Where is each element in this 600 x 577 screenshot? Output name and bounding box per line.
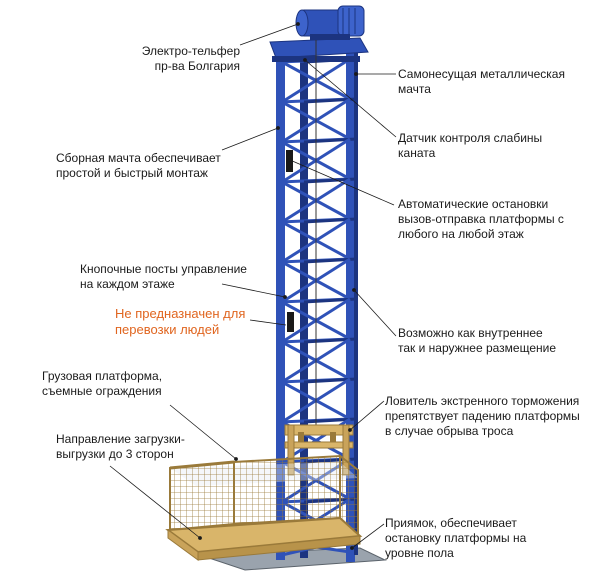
leader-loading <box>109 465 201 539</box>
cargo-platform <box>165 453 363 561</box>
mast-right-post <box>346 52 355 562</box>
leader-lines <box>109 22 397 550</box>
leader-platform <box>169 404 237 460</box>
leader-placement <box>353 289 397 337</box>
mast-rear-post <box>300 48 308 558</box>
button-post <box>287 312 294 332</box>
leader-catcher <box>349 400 385 431</box>
mast-left-post <box>276 55 285 560</box>
leader-button-posts <box>221 283 286 298</box>
leader-warning <box>249 319 287 326</box>
label-warning: Не предназначен для перевозки людей <box>115 306 246 337</box>
label-hoist: Электро-тельфер пр-ва Болгария <box>141 44 240 73</box>
label-loading: Направление загрузки- выгрузки до 3 стор… <box>56 432 185 461</box>
leader-pit <box>351 523 385 549</box>
label-mast-assembly: Сборная мачта обеспечивает простой и быс… <box>56 151 221 180</box>
label-rope-sensor: Датчик контроля слабины каната <box>398 131 543 160</box>
label-pit: Приямок, обеспечивает остановку платформ… <box>385 516 527 560</box>
label-auto-stops: Автоматические остановки вызов-отправка … <box>398 197 564 241</box>
label-button-posts: Кнопочные посты управление на каждом эта… <box>80 262 247 291</box>
leader-hoist <box>239 23 299 46</box>
label-platform: Грузовая платформа, съемные ограждения <box>42 369 163 398</box>
label-placement: Возможно как внутреннее так и наружнее р… <box>398 326 557 355</box>
leader-auto-stops <box>289 159 395 206</box>
label-catcher: Ловитель экстренного торможения препятст… <box>385 394 580 438</box>
mast-back-right-post <box>354 50 358 555</box>
electric-hoist <box>295 5 365 40</box>
leader-rope-sensor <box>304 59 397 138</box>
label-mast-self: Самонесущая металлическая мачта <box>398 67 565 96</box>
leader-mast-assembly <box>221 127 279 151</box>
